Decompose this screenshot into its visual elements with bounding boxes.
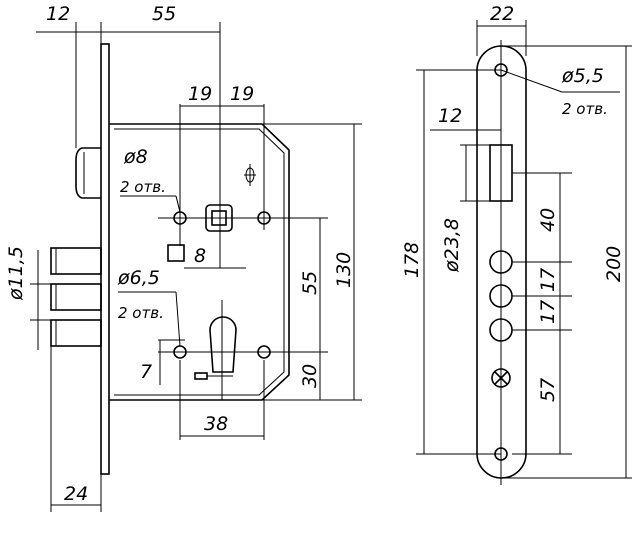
dim-bolt-projection: 24 — [64, 483, 88, 505]
square-dim-marker — [167, 244, 185, 262]
dim-plate-width: 22 — [490, 3, 514, 25]
dim-screw-dia: ø5,5 — [561, 65, 604, 87]
dim-spacing-left: 19 — [188, 83, 212, 105]
dim-center-distance: 55 — [299, 271, 321, 295]
dim-hole-bottom-count: 2 отв. — [118, 304, 164, 322]
dim-height-inner: 178 — [401, 242, 423, 278]
dim-bolt-dia: ø11,5 — [5, 246, 27, 301]
dim-height-outer: 200 — [603, 246, 625, 282]
front-view: 22 ø5,5 2 отв. 12 ø23,8 178 200 40 17 17… — [401, 3, 632, 485]
lock-body — [109, 123, 290, 401]
dim-top-width: 55 — [152, 3, 176, 25]
dim-square: 8 — [194, 245, 206, 267]
side-view: 12 55 19 19 ø8 2 отв. 8 ø6,5 2 отв. 7 38… — [5, 3, 362, 512]
dim-hole-spacing-2: 17 — [537, 300, 559, 324]
face-plate — [100, 43, 110, 475]
bolt-2 — [50, 283, 102, 311]
dim-hole-bottom-dia: ø6,5 — [117, 267, 160, 289]
cylinder-cutout — [209, 316, 237, 373]
dim-hole-top-dia: ø8 — [123, 146, 148, 168]
latch — [75, 147, 101, 199]
dim-screw-count: 2 отв. — [562, 100, 608, 118]
dim-to-first-hole: 40 — [537, 208, 559, 232]
dim-cyl-dia: ø23,8 — [441, 218, 463, 273]
bolt-3 — [50, 319, 102, 347]
dim-bottom-offset: 57 — [537, 378, 559, 402]
dim-offset-small: 7 — [140, 361, 152, 383]
dim-bottom-width: 38 — [204, 413, 228, 435]
bolt-1 — [50, 247, 102, 275]
dim-height: 130 — [333, 252, 355, 288]
dim-latch-offset: 12 — [438, 105, 462, 127]
dim-bottom-height: 30 — [299, 364, 321, 388]
dim-hole-spacing-1: 17 — [537, 268, 559, 292]
dim-hole-top-count: 2 отв. — [120, 178, 166, 196]
dim-top-left: 12 — [46, 3, 70, 25]
dim-spacing-right: 19 — [230, 83, 254, 105]
